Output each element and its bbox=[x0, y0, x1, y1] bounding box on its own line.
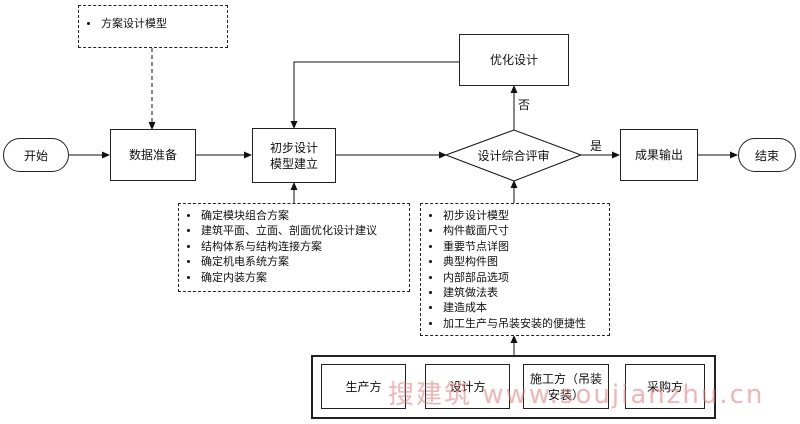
review-node-label: 设计综合评审 bbox=[477, 149, 550, 163]
review-input-item: 内部部品选项 bbox=[421, 270, 609, 285]
prelim-input-item: 确定机电系统方案 bbox=[179, 254, 409, 269]
output-node: 成果输出 bbox=[620, 129, 698, 181]
start-node: 开始 bbox=[3, 138, 69, 172]
review-input-item: 建筑做法表 bbox=[421, 285, 609, 300]
end-node-label: 结束 bbox=[754, 148, 779, 163]
edge-label-yes: 是 bbox=[590, 139, 603, 153]
data-prep-node: 数据准备 bbox=[110, 129, 196, 181]
prelim-design-node: 初步设计 模型建立 bbox=[252, 128, 336, 183]
review-diamond-shape bbox=[444, 129, 583, 182]
prelim-input-item: 结构体系与结构连接方案 bbox=[179, 239, 409, 254]
prelim-design-label-1: 初步设计 bbox=[269, 140, 318, 155]
edge-label-no: 否 bbox=[518, 98, 531, 112]
stakeholder-producer-label: 生产方 bbox=[345, 379, 382, 394]
stakeholder-producer: 生产方 bbox=[321, 364, 406, 409]
review-input-item: 构件截面尺寸 bbox=[421, 223, 609, 238]
optimize-design-label: 优化设计 bbox=[489, 53, 538, 67]
start-node-label: 开始 bbox=[23, 148, 48, 163]
stakeholder-constructor: 施工方（吊装 安装） bbox=[523, 364, 609, 409]
prelim-design-label-2: 模型建立 bbox=[269, 156, 318, 171]
prelim-inputs-box: 确定模块组合方案 建筑平面、立面、剖面优化设计建议 结构体系与结构连接方案 确定… bbox=[178, 203, 410, 292]
review-input-item: 建造成本 bbox=[421, 300, 609, 315]
stakeholder-designer-label: 设计方 bbox=[449, 379, 486, 394]
edge-optimize-to-prelim bbox=[290, 61, 459, 129]
prelim-input-item: 建筑平面、立面、剖面优化设计建议 bbox=[179, 223, 409, 238]
review-inputs-box: 初步设计模型 构件截面尺寸 重要节点详图 典型构件图 内部部品选项 建筑做法表 … bbox=[420, 203, 610, 336]
review-input-item: 重要节点详图 bbox=[421, 239, 609, 254]
output-label: 成果输出 bbox=[634, 148, 683, 162]
prelim-input-item: 确定模块组合方案 bbox=[179, 208, 409, 223]
stakeholder-constructor-label-2: 安装） bbox=[547, 387, 584, 402]
stakeholder-purchaser-label: 采购方 bbox=[646, 379, 683, 394]
prelim-input-item: 确定内装方案 bbox=[179, 270, 409, 285]
stakeholder-constructor-label-1: 施工方（吊装 bbox=[529, 371, 602, 386]
review-input-item: 典型构件图 bbox=[421, 254, 609, 269]
stakeholder-purchaser: 采购方 bbox=[625, 364, 705, 409]
optimize-design-node: 优化设计 bbox=[459, 34, 569, 86]
scheme-model-box: 方案设计模型 bbox=[78, 5, 228, 48]
end-node: 结束 bbox=[738, 138, 796, 172]
data-prep-label: 数据准备 bbox=[128, 148, 177, 162]
stakeholder-designer: 设计方 bbox=[425, 364, 510, 409]
scheme-model-item: 方案设计模型 bbox=[79, 16, 227, 31]
review-input-item: 加工生产与吊装安装的便捷性 bbox=[421, 316, 609, 331]
review-input-item: 初步设计模型 bbox=[421, 208, 609, 223]
